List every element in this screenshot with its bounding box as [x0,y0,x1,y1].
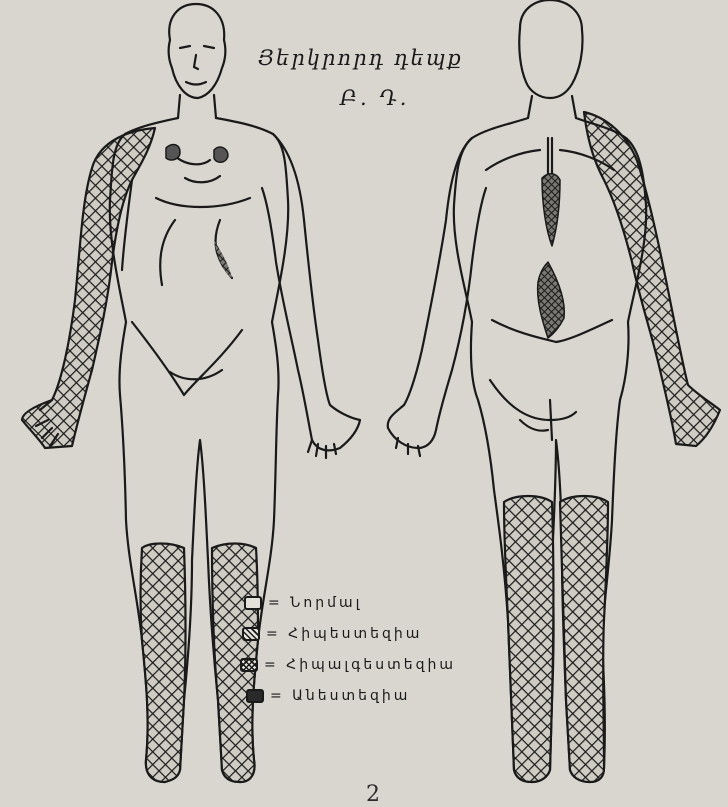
legend-label-partial: = Հիպեստեզիա [266,626,422,642]
legend-label-normal: = Նորմալ [268,595,362,611]
front-left-shin-shading [141,544,186,783]
back-upper-spine-mark [542,174,560,246]
back-arm-shading [584,112,720,446]
sensation-legend: = Նորմալ = Հիպեստեզիա = Հիպալգեստեզիա = … [244,592,456,716]
legend-item-full: = Անեստեզիա [246,685,456,707]
empty-square-icon [244,596,262,610]
front-arm-shading [22,128,155,448]
page-mark: 2 [366,782,380,807]
back-head [519,0,582,98]
back-neck [528,96,576,118]
back-right-shin-shading [560,496,608,782]
patient-initials: Բ. Դ. [340,86,409,110]
front-chest-marks [166,145,228,163]
filled-square-icon [246,689,264,703]
legend-label-mostly: = Հիպալգեստեզիա [264,657,456,673]
legend-item-partial: = Հիպեստեզիա [242,623,456,645]
legend-label-full: = Անեստեզիա [270,688,410,704]
hatched-square-icon [242,627,260,641]
legend-item-normal: = Նորմալ [244,592,456,614]
back-lower-spine-mark [538,262,565,338]
front-abdomen-mark [214,240,232,278]
back-left-shin-shading [504,496,554,782]
front-face-features [180,46,214,85]
back-left-arm [388,138,486,448]
back-buttock-lines [490,380,576,440]
legend-item-mostly: = Հիպալգեստեզիա [240,654,456,676]
front-hip-lines [132,322,242,395]
crosshatched-square-icon [240,658,258,672]
case-title: Յերկրորդ դեպք [258,46,463,70]
